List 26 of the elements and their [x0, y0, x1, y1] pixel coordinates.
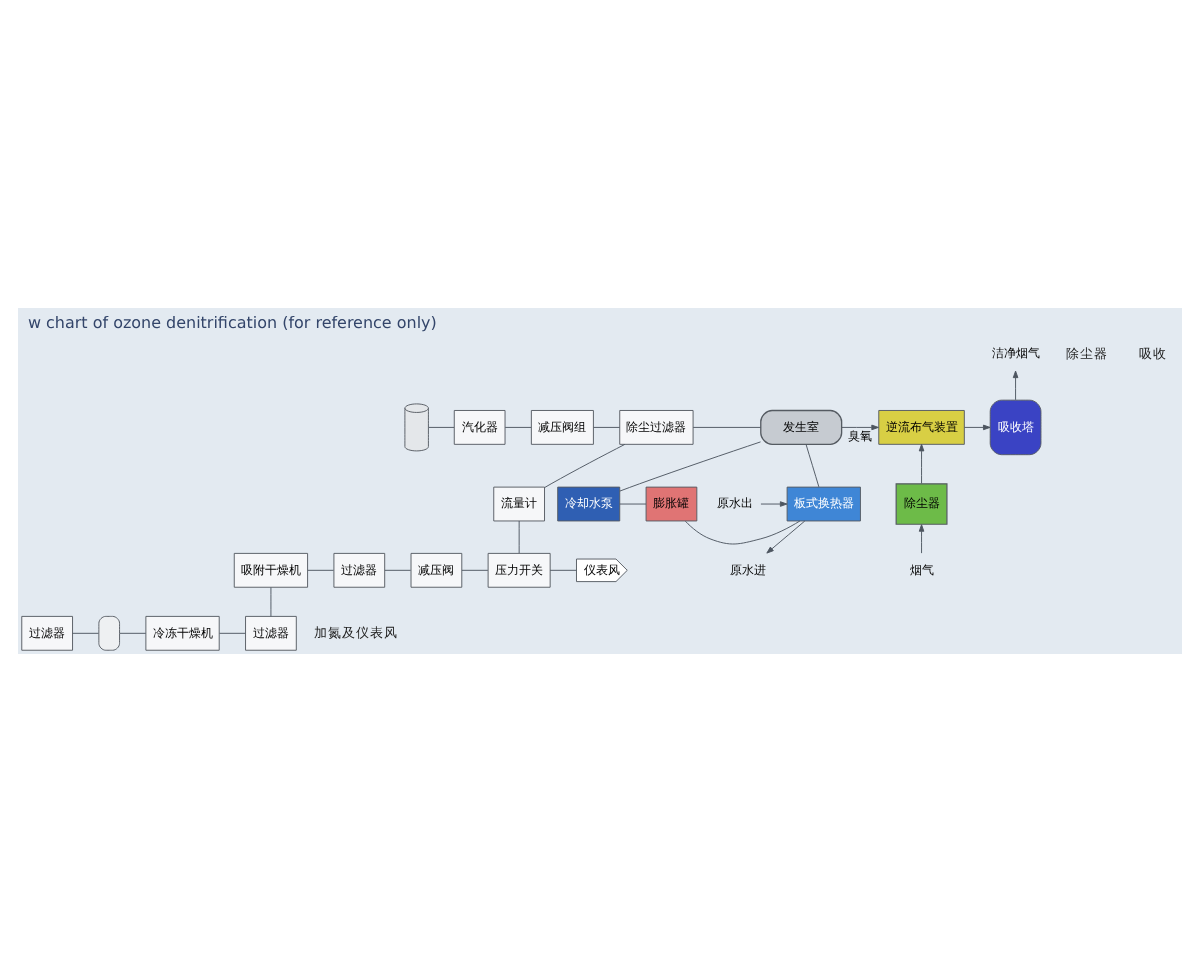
connector [619, 502, 647, 504]
connector [504, 425, 532, 427]
connector [593, 425, 621, 427]
connector [72, 631, 100, 633]
arrow [918, 523, 925, 553]
connector [544, 442, 626, 488]
arrow [760, 500, 788, 506]
connector [684, 519, 801, 544]
connector [619, 440, 761, 491]
connector [805, 443, 820, 487]
arrow [918, 442, 925, 483]
connector [119, 631, 147, 633]
connector [307, 568, 335, 570]
connector [384, 568, 412, 570]
connector [270, 585, 272, 616]
connector [219, 631, 246, 633]
connector [692, 425, 762, 427]
arrow [766, 519, 806, 553]
connector [549, 568, 577, 570]
arrow [1012, 369, 1019, 400]
node-box [98, 614, 120, 650]
connector [461, 568, 489, 570]
connector [518, 519, 520, 553]
connector [428, 425, 455, 427]
arrow [964, 423, 991, 430]
arrow [841, 423, 879, 430]
